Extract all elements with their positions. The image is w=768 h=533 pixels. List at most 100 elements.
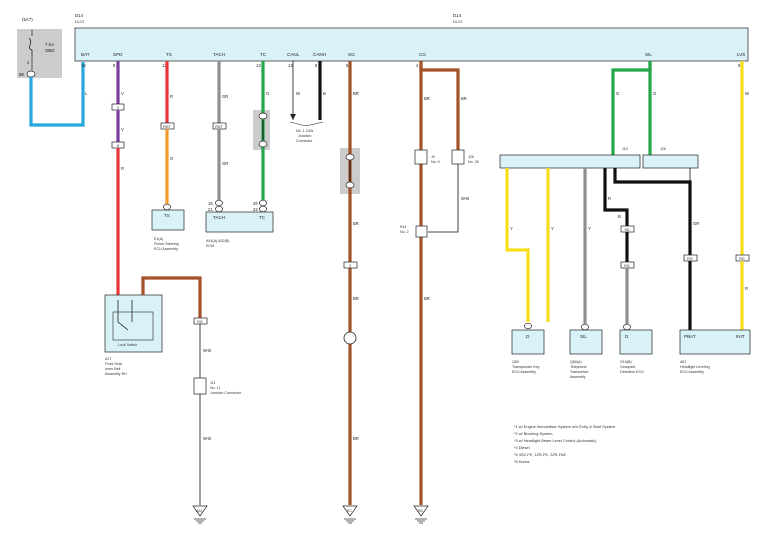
dlc-pin-ts: TS	[166, 52, 172, 57]
headlight-connector: RG	[683, 254, 698, 262]
svg-text:RG: RG	[624, 264, 630, 268]
buckle-connector: RG	[193, 317, 208, 325]
ground-icon	[342, 505, 358, 517]
dlc-pin-sil: SIL	[645, 52, 652, 57]
j9-line2: No. 9	[431, 160, 440, 164]
buckle-code: A17	[105, 357, 111, 361]
fuse-label: 7.5A	[45, 42, 54, 47]
ground-eb-code: EB	[418, 509, 423, 513]
fuse-block: (5A7) 7.5A OBD 2 8E	[17, 17, 62, 78]
j11-line3: Junction Connector	[210, 391, 242, 395]
occupant-connector-2: RG	[620, 261, 635, 269]
wire-label-cg-1: BR	[424, 96, 430, 101]
dlc-pinnum-spd: 9	[113, 63, 116, 68]
ts-box-pin: TS	[164, 213, 170, 218]
dlc-pinnum-sg: 5	[346, 63, 349, 68]
dlc-pin-cg: CG	[419, 52, 426, 57]
wire-label-sg-4: BR	[353, 436, 359, 441]
junction-j11: J11 No. 11 Junction Connector	[193, 377, 242, 395]
dlc-pin-tc: TC	[260, 52, 267, 57]
buckle-line3: Assembly RH	[105, 372, 127, 376]
wire-cg-wb	[428, 164, 459, 233]
occupant-connector-1: SD	[620, 225, 635, 233]
wire-buckle-brown	[141, 276, 202, 318]
telephone-line1: Telephone	[570, 365, 587, 369]
wire-sil-green-a	[611, 61, 652, 155]
dlc-pinnum-tc: 13	[256, 63, 261, 68]
dlc-pinnum-ts: 12	[162, 63, 167, 68]
note-5: *5 3SZ-FE, 1ZR-FE, 2ZR-FAE	[514, 452, 567, 457]
dlc-pin-spd: SPD	[113, 52, 123, 57]
wire-label-tach-2: GR	[222, 161, 228, 166]
ground-icon	[413, 505, 429, 517]
svg-text:RGT: RGT	[215, 125, 223, 129]
svg-text:RGT: RGT	[163, 125, 171, 129]
dlc-pinnum-lvs: 8	[738, 63, 741, 68]
power-steering-ecu: TS E1(A) Power Steering ECU Assembly	[151, 209, 185, 251]
dlc-pin-tach: TACH	[213, 52, 225, 57]
lock-switch-icon	[117, 300, 133, 331]
telephone-transceiver: SIL Q60(A) Telephone Transceiver Assembl…	[569, 323, 603, 379]
wire-label-j10-y: Y	[510, 226, 513, 231]
front-seat-inner-belt: Lock Switch A17 Front Seat Inner Belt As…	[104, 294, 163, 376]
wire-label-sg-1: BR	[353, 91, 359, 96]
telephone-pin: SIL	[580, 334, 587, 339]
j28-line1: J28	[468, 155, 474, 159]
wire-label-sw-2: W-B	[203, 348, 211, 353]
telephone-code: Q60(A)	[570, 360, 582, 364]
note-1: *1 w/ Engine Immobiliser System w/o Entr…	[514, 424, 615, 429]
fuse-pin-2: 8E	[19, 72, 24, 77]
occupant-pin: D	[625, 334, 629, 339]
wire-label-ts-2: O	[170, 156, 174, 161]
ts-box-code: E1(A)	[154, 237, 163, 241]
buckle-line1: Front Seat	[105, 362, 122, 366]
dlc3-left-code: D14	[75, 13, 84, 18]
wire-label-sw-1: W-B	[461, 196, 469, 201]
note-3: *3 w/ Headlight Beam Level Control (Auto…	[514, 438, 597, 443]
wire-label-sw-3: W-B	[203, 436, 211, 441]
note-6: *6 Korea	[514, 459, 530, 464]
wire-label-cg-3: BR	[424, 296, 430, 301]
e44-line2: No. 2	[400, 230, 409, 234]
occupant-detection-ecu: D G16(B) Occupant Detection ECU	[619, 323, 653, 374]
ground-a22-code: A22	[196, 509, 202, 513]
wire-label-spd-1: V	[121, 91, 124, 96]
dlc3-connector-bar: D14 DLC3 D14 DLC3 BAT 16 SPD 9 TS 12 TAC…	[74, 13, 749, 68]
tach-connector: RGT	[212, 122, 227, 130]
svg-text:26: 26	[253, 201, 258, 206]
dlc3-left-name: DLC3	[75, 20, 84, 24]
ground-ec-code: EC	[347, 509, 352, 513]
wire-label-lvs-1: W	[745, 91, 749, 96]
ground-a22: A22	[192, 505, 208, 524]
telephone-line3: Assembly	[570, 375, 586, 379]
wire-label-sil-1: G	[616, 91, 619, 96]
ts-connector: RGT	[160, 122, 175, 130]
dlc-pinnum-canl: 14	[288, 63, 293, 68]
svg-text:8: 8	[117, 144, 119, 148]
wire-label-spd-3: R	[121, 166, 124, 171]
junction-j10-bar: J10 J26	[499, 147, 699, 169]
ecm-box: TACH TC A51(A),A52(B) ECM	[205, 211, 274, 248]
wire-j10-yellow	[505, 168, 530, 322]
occupant-line2: Detection ECU	[620, 370, 644, 374]
headlight-line2: ECU Assembly	[680, 370, 704, 374]
wire-label-tach-1: GR	[222, 94, 228, 99]
occupant-code: G16(B)	[620, 360, 632, 364]
ecm-code: A51(A),A52(B)	[206, 239, 229, 243]
wire-label-j10-w: GR	[693, 221, 699, 226]
fuse-name: OBD	[45, 48, 55, 53]
wire-label-sg-3: BR	[353, 296, 359, 301]
fuse-terminal-icon	[26, 70, 36, 78]
dlc-pinnum-bat: 16	[81, 63, 86, 68]
svg-text:3: 3	[349, 264, 351, 268]
headlight-pin-a: PBAT	[684, 334, 696, 339]
wire-label-lvs-2: R	[745, 286, 748, 291]
transponder-code: Q80	[512, 360, 519, 364]
headlight-code: A67	[680, 360, 686, 364]
e44-line1: E44	[400, 225, 406, 229]
ecm-pin-tc: TC	[259, 215, 266, 220]
wire-label-sil-2: G	[653, 91, 656, 96]
note-2: *2 w/ Blocking System	[514, 431, 553, 436]
wire-label-tc-1: G	[266, 91, 269, 96]
ground-icon	[192, 505, 208, 517]
